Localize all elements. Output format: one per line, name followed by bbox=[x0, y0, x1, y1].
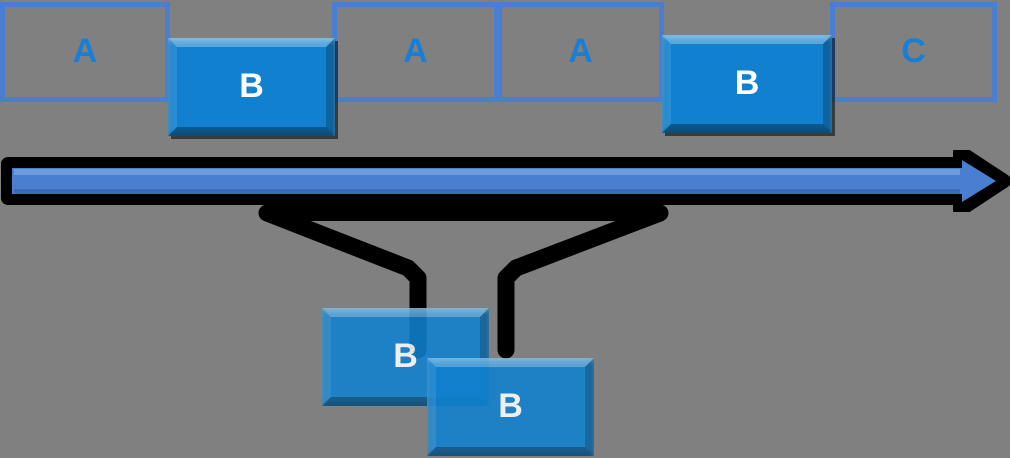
box-label: C bbox=[901, 32, 926, 70]
flow-arrow bbox=[0, 145, 1010, 217]
box-label: B bbox=[393, 337, 418, 375]
box-label: B bbox=[734, 64, 760, 102]
box-label: B bbox=[498, 387, 523, 425]
filled-box-b-2[interactable]: B bbox=[662, 35, 832, 133]
outline-box-a-3[interactable]: A bbox=[497, 2, 664, 102]
outline-box-a-2[interactable]: A bbox=[332, 2, 499, 102]
outline-box-a-1[interactable]: A bbox=[0, 2, 170, 102]
filled-box-b-4[interactable]: B bbox=[427, 358, 594, 456]
filled-box-b-1[interactable]: B bbox=[168, 38, 335, 136]
box-label: B bbox=[239, 67, 264, 105]
flow-arrow-icon bbox=[1, 145, 1010, 217]
box-label: A bbox=[403, 32, 428, 70]
box-label: A bbox=[568, 32, 593, 70]
box-label: A bbox=[72, 32, 98, 70]
outline-box-c-1[interactable]: C bbox=[830, 2, 997, 102]
